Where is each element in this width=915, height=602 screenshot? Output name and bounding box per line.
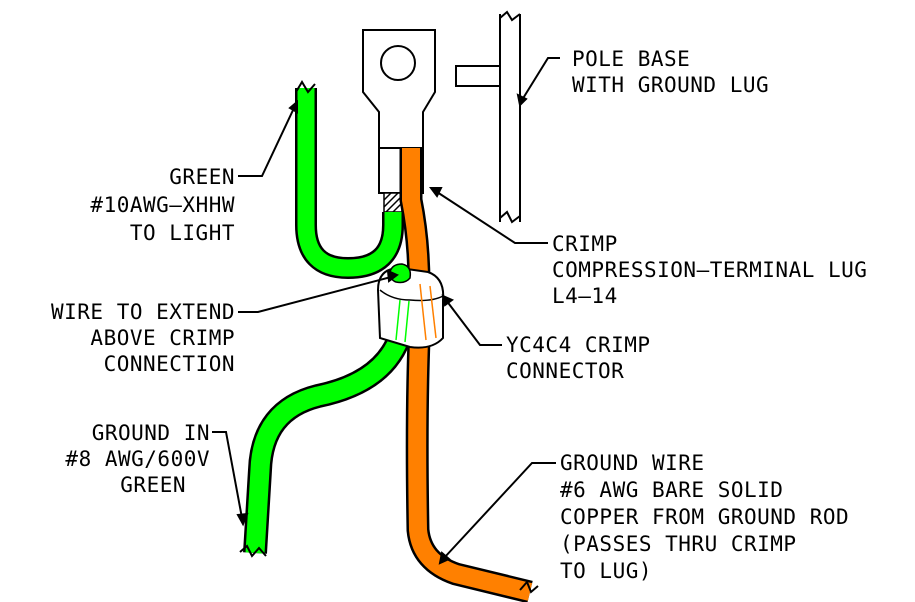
label-green-to-light: GREEN #10AWG—XHHW TO LIGHT: [90, 165, 235, 245]
green-ground-in-wire: [239, 328, 413, 558]
label-crimp-line3: L4—14: [552, 284, 618, 308]
label-ground-in: GROUND IN #8 AWG/600V GREEN: [65, 421, 210, 497]
label-green-line2: #10AWG—XHHW: [90, 193, 235, 217]
label-extend-line1: WIRE TO EXTEND: [51, 300, 235, 324]
pole-base: [455, 10, 521, 224]
label-yc4c4-line1: YC4C4 CRIMP: [506, 333, 651, 357]
label-green-line3: TO LIGHT: [130, 221, 235, 245]
label-ground-wire: GROUND WIRE #6 AWG BARE SOLID COPPER FRO…: [560, 451, 849, 583]
hatch-mark: [383, 192, 403, 213]
label-yc4c4-line2: CONNECTOR: [506, 359, 624, 383]
label-ground-in-line3: GREEN: [120, 473, 186, 497]
leader-lines: [212, 57, 560, 565]
label-wire-extend: WIRE TO EXTEND ABOVE CRIMP CONNECTION: [51, 300, 235, 376]
label-ground-wire-line3: COPPER FROM GROUND ROD: [560, 505, 849, 529]
label-crimp-line1: CRIMP: [552, 232, 618, 256]
green-wire-to-light: [295, 80, 404, 280]
yc4c4-crimp-connector: [376, 263, 445, 349]
label-ground-wire-line5: TO LUG): [560, 559, 652, 583]
label-extend-line3: CONNECTION: [104, 352, 235, 376]
pole-ground-lug: [455, 65, 501, 87]
label-ground-wire-line4: (PASSES THRU CRIMP: [560, 532, 797, 556]
label-ground-in-line1: GROUND IN: [92, 421, 210, 445]
label-pole-base-line1: POLE BASE: [572, 47, 690, 71]
label-extend-line2: ABOVE CRIMP: [90, 326, 235, 350]
label-ground-in-line2: #8 AWG/600V: [65, 447, 210, 471]
label-pole-base: POLE BASE WITH GROUND LUG: [572, 47, 769, 97]
copper-ground-wire: [399, 148, 539, 602]
label-yc4c4: YC4C4 CRIMP CONNECTOR: [506, 333, 651, 383]
label-pole-base-line2: WITH GROUND LUG: [572, 73, 769, 97]
label-green-line1: GREEN: [169, 165, 235, 189]
label-crimp-lug: CRIMP COMPRESSION—TERMINAL LUG L4—14: [552, 232, 867, 308]
label-ground-wire-line1: GROUND WIRE: [560, 451, 705, 475]
compression-terminal-lug: [362, 29, 436, 194]
label-ground-wire-line2: #6 AWG BARE SOLID: [560, 478, 783, 502]
label-crimp-line2: COMPRESSION—TERMINAL LUG: [552, 258, 867, 282]
